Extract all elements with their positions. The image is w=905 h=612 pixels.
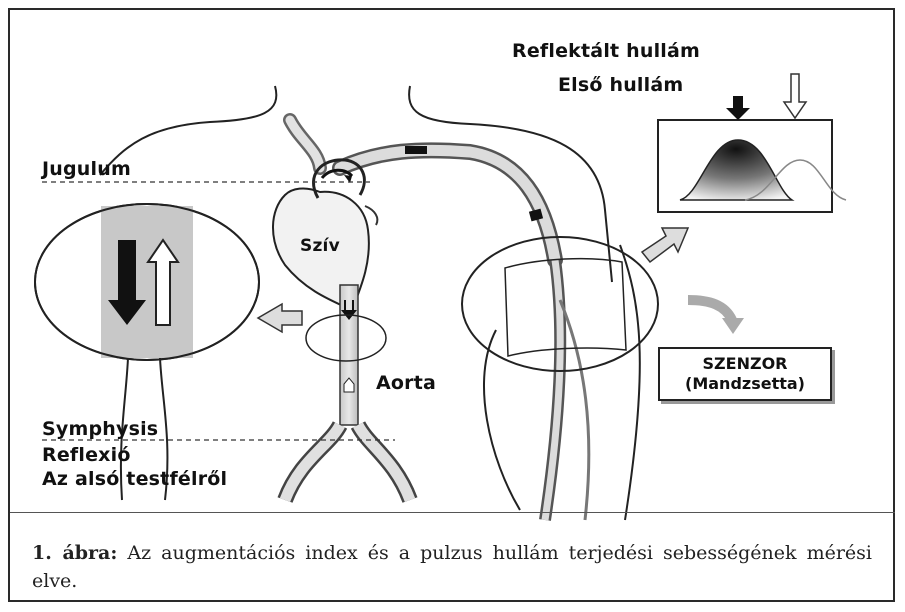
caption-divider: [10, 512, 895, 513]
sensor-box: SZENZOR (Mandzsetta): [658, 347, 832, 401]
arm-artery: [340, 150, 555, 260]
reflected-wave-label: Reflektált hullám: [512, 40, 700, 62]
to-sensor-arrow: [688, 300, 732, 320]
sensor-subtitle: (Mandzsetta): [685, 374, 805, 394]
magnify-arrow: [258, 304, 302, 332]
reflected-wave-down-arrow: [784, 74, 806, 118]
descending-aorta: [340, 285, 358, 425]
right-shoulder-outline: [409, 86, 612, 282]
symphysis-label: Symphysis: [42, 418, 158, 440]
jugulum-label: Jugulum: [42, 158, 131, 180]
aorta-label: Aorta: [376, 372, 436, 394]
to-graph-arrow: [642, 228, 688, 262]
first-wave-label: Első hullám: [558, 74, 683, 96]
caption-text: Az augmentációs index és a pulzus hullám…: [32, 542, 872, 592]
heart-label: Szív: [300, 236, 340, 256]
figure-number: 1. ábra:: [32, 542, 117, 564]
artery-marker-1: [405, 146, 427, 154]
lower-body-label: Az alsó testfélről: [42, 468, 227, 490]
sensor-title: SZENZOR: [703, 354, 788, 374]
figure-caption: 1. ábra: Az augmentációs index és a pulz…: [32, 539, 872, 595]
reflexio-label: Reflexió: [42, 444, 131, 466]
first-wave-arrow: [726, 96, 750, 120]
